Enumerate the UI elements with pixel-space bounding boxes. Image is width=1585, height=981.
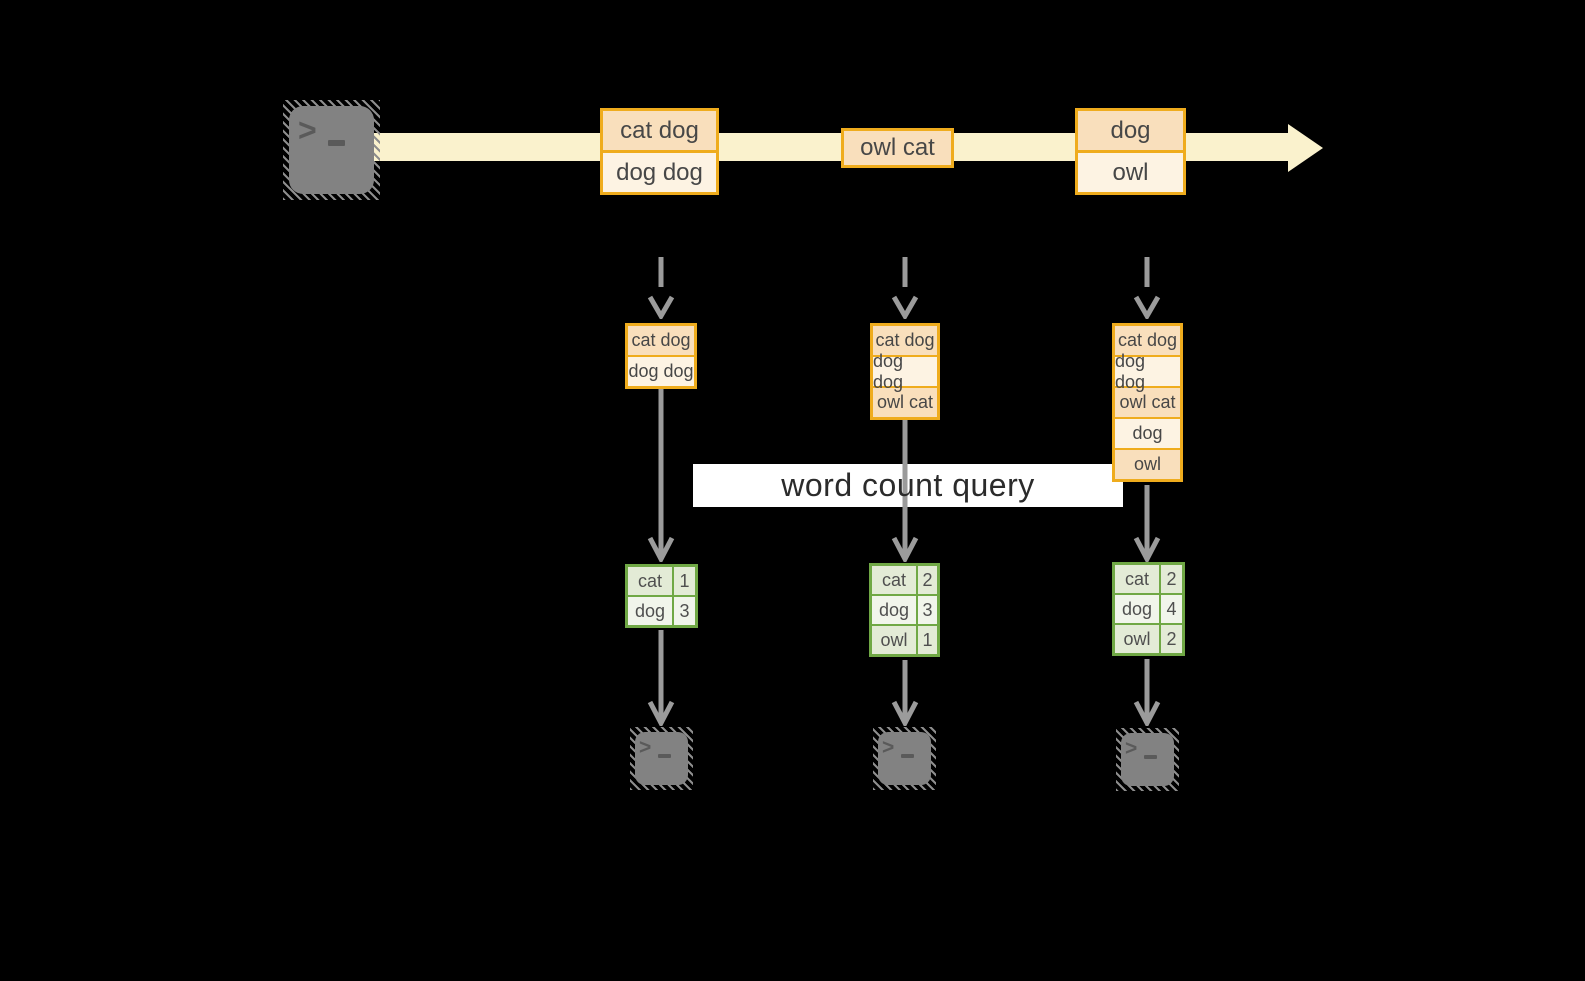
buffer-stack-1: cat dog dog dog [625,323,697,389]
result-to-terminal-arrow-3 [1133,659,1161,726]
table-row: dog 3 [628,595,695,625]
terminal-body [878,732,931,785]
buffered-record: owl [1115,448,1180,479]
table-row: cat 1 [628,567,695,595]
buffered-record: cat dog [1115,326,1180,355]
stream-record-box-3: dog owl [1075,108,1186,195]
buffered-record: dog [1115,417,1180,448]
stream-record-box-1: cat dog dog dog [600,108,719,195]
table-row: cat 2 [1115,565,1182,593]
stream-record: dog dog [603,150,716,192]
terminal-output-icon-3: > _ [1116,728,1179,791]
table-row: dog 4 [1115,593,1182,623]
stream-record: dog [1078,111,1183,150]
stream-record-box-2: owl cat [841,128,954,168]
stream-to-buffer-arrow-1 [647,257,675,319]
stream-to-buffer-arrow-2 [891,257,919,319]
prompt-cursor-icon: _ [328,140,345,146]
buffered-record: dog dog [873,351,937,392]
result-table-1: cat 1 dog 3 [625,564,698,628]
count-cell: 2 [1166,568,1177,589]
terminal-output-icon-2: > _ [873,727,936,790]
query-label: word count query [781,467,1035,503]
prompt-cursor-icon: _ [658,754,671,758]
count-cell: 3 [922,599,933,620]
buffer-to-result-arrow-3 [1133,485,1161,562]
word-cell: cat [872,566,918,594]
query-label-background [693,464,1123,507]
terminal-body [289,106,374,194]
prompt-chevron-icon: > [1125,737,1138,760]
terminal-body [635,732,688,785]
stream-to-buffer-arrow-3 [1133,257,1161,319]
table-row: cat 2 [872,566,937,594]
buffered-record: dog dog [1115,351,1180,392]
word-cell: cat [628,567,674,595]
buffer-to-result-arrow-1 [647,389,675,562]
result-table-3: cat 2 dog 4 owl 2 [1112,562,1185,656]
table-row: owl 1 [872,624,937,654]
buffered-record: dog dog [628,355,694,386]
buffered-record: owl cat [1115,386,1180,417]
result-to-terminal-arrow-2 [891,660,919,726]
buffer-to-result-arrow-2 [891,420,919,562]
buffer-stack-2: cat dog dog dog owl cat [870,323,940,420]
table-row: dog 3 [872,594,937,624]
word-cell: cat [1115,565,1161,593]
word-cell: dog [872,596,918,624]
buffered-record: owl cat [873,386,937,417]
buffer-stack-3: cat dog dog dog owl cat dog owl [1112,323,1183,482]
count-cell: 2 [1166,628,1177,649]
stream-record: owl cat [844,131,951,165]
prompt-chevron-icon: > [298,112,317,148]
word-cell: owl [1115,625,1161,653]
prompt-chevron-icon: > [882,736,895,759]
word-cell: owl [872,626,918,654]
terminal-body [1121,733,1174,786]
table-row: owl 2 [1115,623,1182,653]
count-cell: 1 [679,570,690,591]
prompt-cursor-icon: _ [901,754,914,758]
word-cell: dog [628,597,674,625]
prompt-cursor-icon: _ [1144,755,1157,759]
prompt-chevron-icon: > [639,736,652,759]
buffered-record: cat dog [628,326,694,355]
stream-record: cat dog [603,111,716,150]
result-table-2: cat 2 dog 3 owl 1 [869,563,940,657]
count-cell: 3 [679,600,690,621]
count-cell: 4 [1166,598,1177,619]
count-cell: 1 [922,629,933,650]
stream-arrow-head [1288,124,1323,172]
result-to-terminal-arrow-1 [647,630,675,726]
stream-record: owl [1078,150,1183,192]
terminal-source-icon: > _ [283,100,380,200]
count-cell: 2 [922,569,933,590]
buffered-record: cat dog [873,326,937,355]
terminal-output-icon-1: > _ [630,727,693,790]
word-cell: dog [1115,595,1161,623]
